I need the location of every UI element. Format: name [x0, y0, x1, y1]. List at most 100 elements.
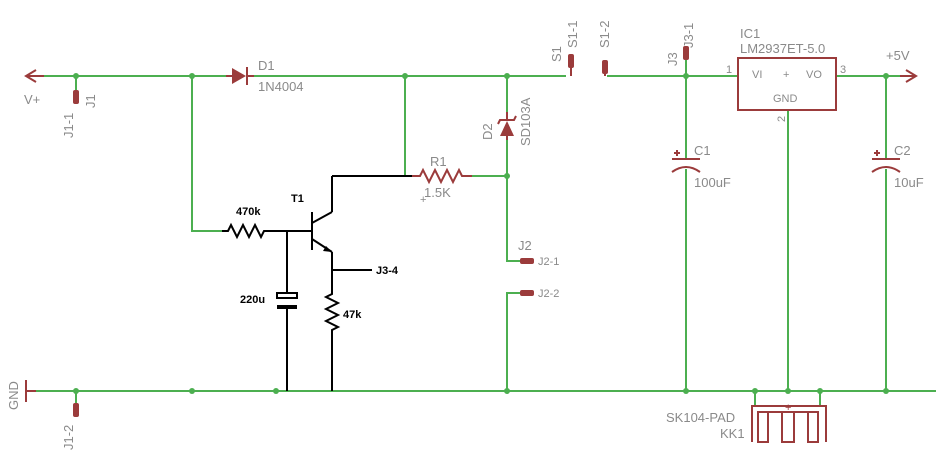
plus5v-terminal[interactable]: +5V: [886, 48, 918, 83]
c1-capacitor[interactable]: C1 100uF: [671, 143, 731, 190]
transistor-wires: [270, 175, 412, 391]
s1-2-pin-icon: [602, 60, 608, 74]
sk104-label: SK104-PAD: [666, 410, 735, 425]
j3-4-label: J3-4: [376, 265, 399, 277]
j2-label: J2: [518, 238, 532, 253]
vplus-terminal[interactable]: V+: [24, 69, 44, 107]
wires: [27, 47, 936, 406]
j2-2-pin-icon: [520, 290, 534, 296]
r1-resistor[interactable]: R1 1.5K +: [412, 154, 472, 206]
r1-marker: +: [420, 194, 426, 206]
s1-2-label: S1-2: [597, 21, 612, 48]
ic1-plus-label: +: [783, 69, 789, 81]
diode-triangle-icon: [232, 68, 246, 84]
j2-1-pin-icon: [520, 258, 534, 264]
kk1-label: KK1: [720, 426, 745, 441]
junction: [189, 73, 195, 79]
c1-value: 100uF: [694, 175, 731, 190]
junction: [402, 73, 408, 79]
d2-value: SD103A: [518, 97, 533, 146]
r47k-resistor[interactable]: 47k: [323, 290, 362, 340]
c1-name: C1: [694, 143, 711, 158]
junction: [504, 388, 510, 394]
d2-diode[interactable]: D2 SD103A: [480, 97, 533, 146]
t1-transistor[interactable]: T1: [291, 193, 332, 252]
j3-connector[interactable]: J3 J3-1: [665, 23, 696, 66]
junction: [817, 388, 823, 394]
j3-1-label: J3-1: [681, 23, 696, 48]
ic1-pin1: 1: [726, 64, 732, 76]
resistor-zigzag-icon: [222, 222, 270, 240]
j2-1-label: J2-1: [538, 256, 559, 268]
junction: [683, 388, 689, 394]
ic1-name: IC1: [740, 26, 760, 41]
ic1-body: [737, 57, 837, 111]
cap-plate-negative: [277, 305, 297, 309]
ic1-vo-label: VO: [806, 69, 822, 81]
junction: [73, 388, 79, 394]
cap-plate-negative: [871, 166, 901, 173]
junction: [785, 388, 791, 394]
t1-label: T1: [291, 193, 304, 205]
d1-value: 1N4004: [258, 79, 304, 94]
s1-label: S1: [549, 46, 564, 62]
ic1-pin3: 3: [840, 64, 846, 76]
diode-triangle-icon: [500, 121, 514, 136]
junction: [683, 73, 689, 79]
emitter-arrow-icon: [323, 246, 332, 252]
c2-value: 10uF: [894, 175, 924, 190]
ic1-value: LM2937ET-5.0: [740, 41, 825, 56]
s1-switch[interactable]: S1 S1-1 S1-2: [549, 21, 612, 76]
r47k-label: 47k: [343, 309, 362, 321]
j2-connector[interactable]: J2 J2-1 J2-2: [518, 238, 559, 300]
cap-plate-negative: [671, 166, 701, 173]
vplus-label: V+: [24, 92, 40, 107]
r1-name: R1: [430, 154, 447, 169]
junction: [504, 173, 510, 179]
s1-1-pin-icon: [568, 54, 574, 68]
heatsink-fin: [781, 411, 795, 443]
d1-diode[interactable]: D1 1N4004: [226, 58, 304, 94]
r470k-resistor[interactable]: 470k: [222, 206, 270, 240]
junction: [189, 388, 195, 394]
j1-connector[interactable]: J1 J1-1 J1-2: [61, 90, 98, 450]
c2-capacitor[interactable]: C2 10uF: [871, 143, 924, 190]
transistor-collector-leg: [311, 211, 333, 224]
j1-label: J1: [83, 94, 98, 108]
heatsink-fin: [807, 411, 819, 443]
cap-plate-positive: [276, 292, 298, 299]
junction: [504, 73, 510, 79]
plus5v-label: +5V: [886, 48, 910, 63]
j1-2-pin-icon: [73, 403, 79, 417]
c2-name: C2: [894, 143, 911, 158]
gnd-terminal[interactable]: GND: [6, 380, 36, 410]
junction: [883, 73, 889, 79]
junction: [73, 73, 79, 79]
d2-name: D2: [480, 123, 495, 140]
j3-1-pin-icon: [683, 46, 689, 60]
d1-name: D1: [258, 58, 275, 73]
ic1-regulator[interactable]: IC1 LM2937ET-5.0 VI + VO GND 1 2 3: [726, 26, 846, 122]
j1-1-label: J1-1: [61, 113, 76, 138]
resistor-zigzag-icon: [412, 167, 472, 185]
j2-2-label: J2-2: [538, 288, 559, 300]
s1-1-label: S1-1: [565, 21, 580, 48]
r1-value: 1.5K: [424, 185, 451, 200]
j1-2-label: J1-2: [61, 425, 76, 450]
junction: [752, 388, 758, 394]
r470k-label: 470k: [236, 206, 261, 218]
junction: [273, 388, 279, 394]
c220u-label: 220u: [240, 294, 265, 306]
heatsink-outline: [751, 405, 827, 442]
ic1-vi-label: VI: [752, 69, 762, 81]
heatsink-fin: [757, 411, 769, 443]
j3-label: J3: [665, 52, 680, 66]
kk1-heatsink[interactable]: + SK104-PAD KK1: [666, 402, 827, 443]
resistor-zigzag-icon: [323, 290, 341, 340]
heatsink-plus-marker: +: [785, 402, 791, 414]
ic1-gnd-label: GND: [773, 93, 798, 105]
gnd-label: GND: [6, 381, 21, 410]
c220u-capacitor[interactable]: 220u: [240, 292, 298, 309]
junctions: [73, 73, 889, 394]
